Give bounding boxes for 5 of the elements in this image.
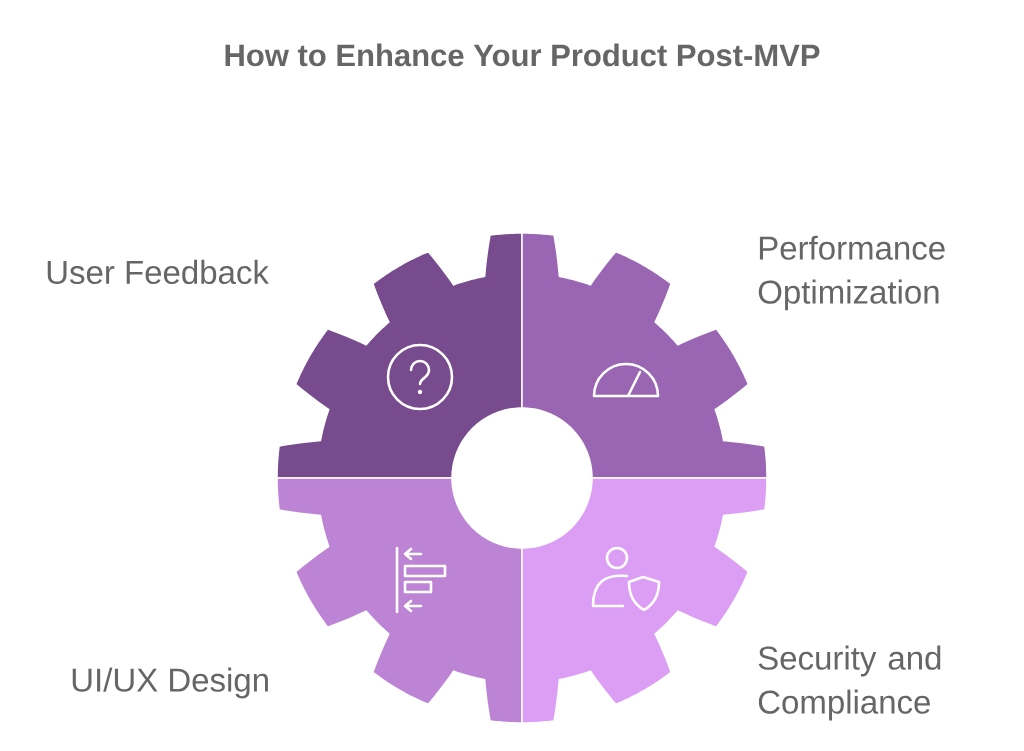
segment-label: User Feedback: [47, 259, 269, 285]
segment-label: UI/UX Design: [72, 667, 268, 699]
segment-label: Performance Optimization: [758, 235, 945, 311]
title: How to Enhance Your Product Post-MVP: [225, 43, 820, 67]
segment-label: Security and Compliance: [758, 645, 941, 721]
